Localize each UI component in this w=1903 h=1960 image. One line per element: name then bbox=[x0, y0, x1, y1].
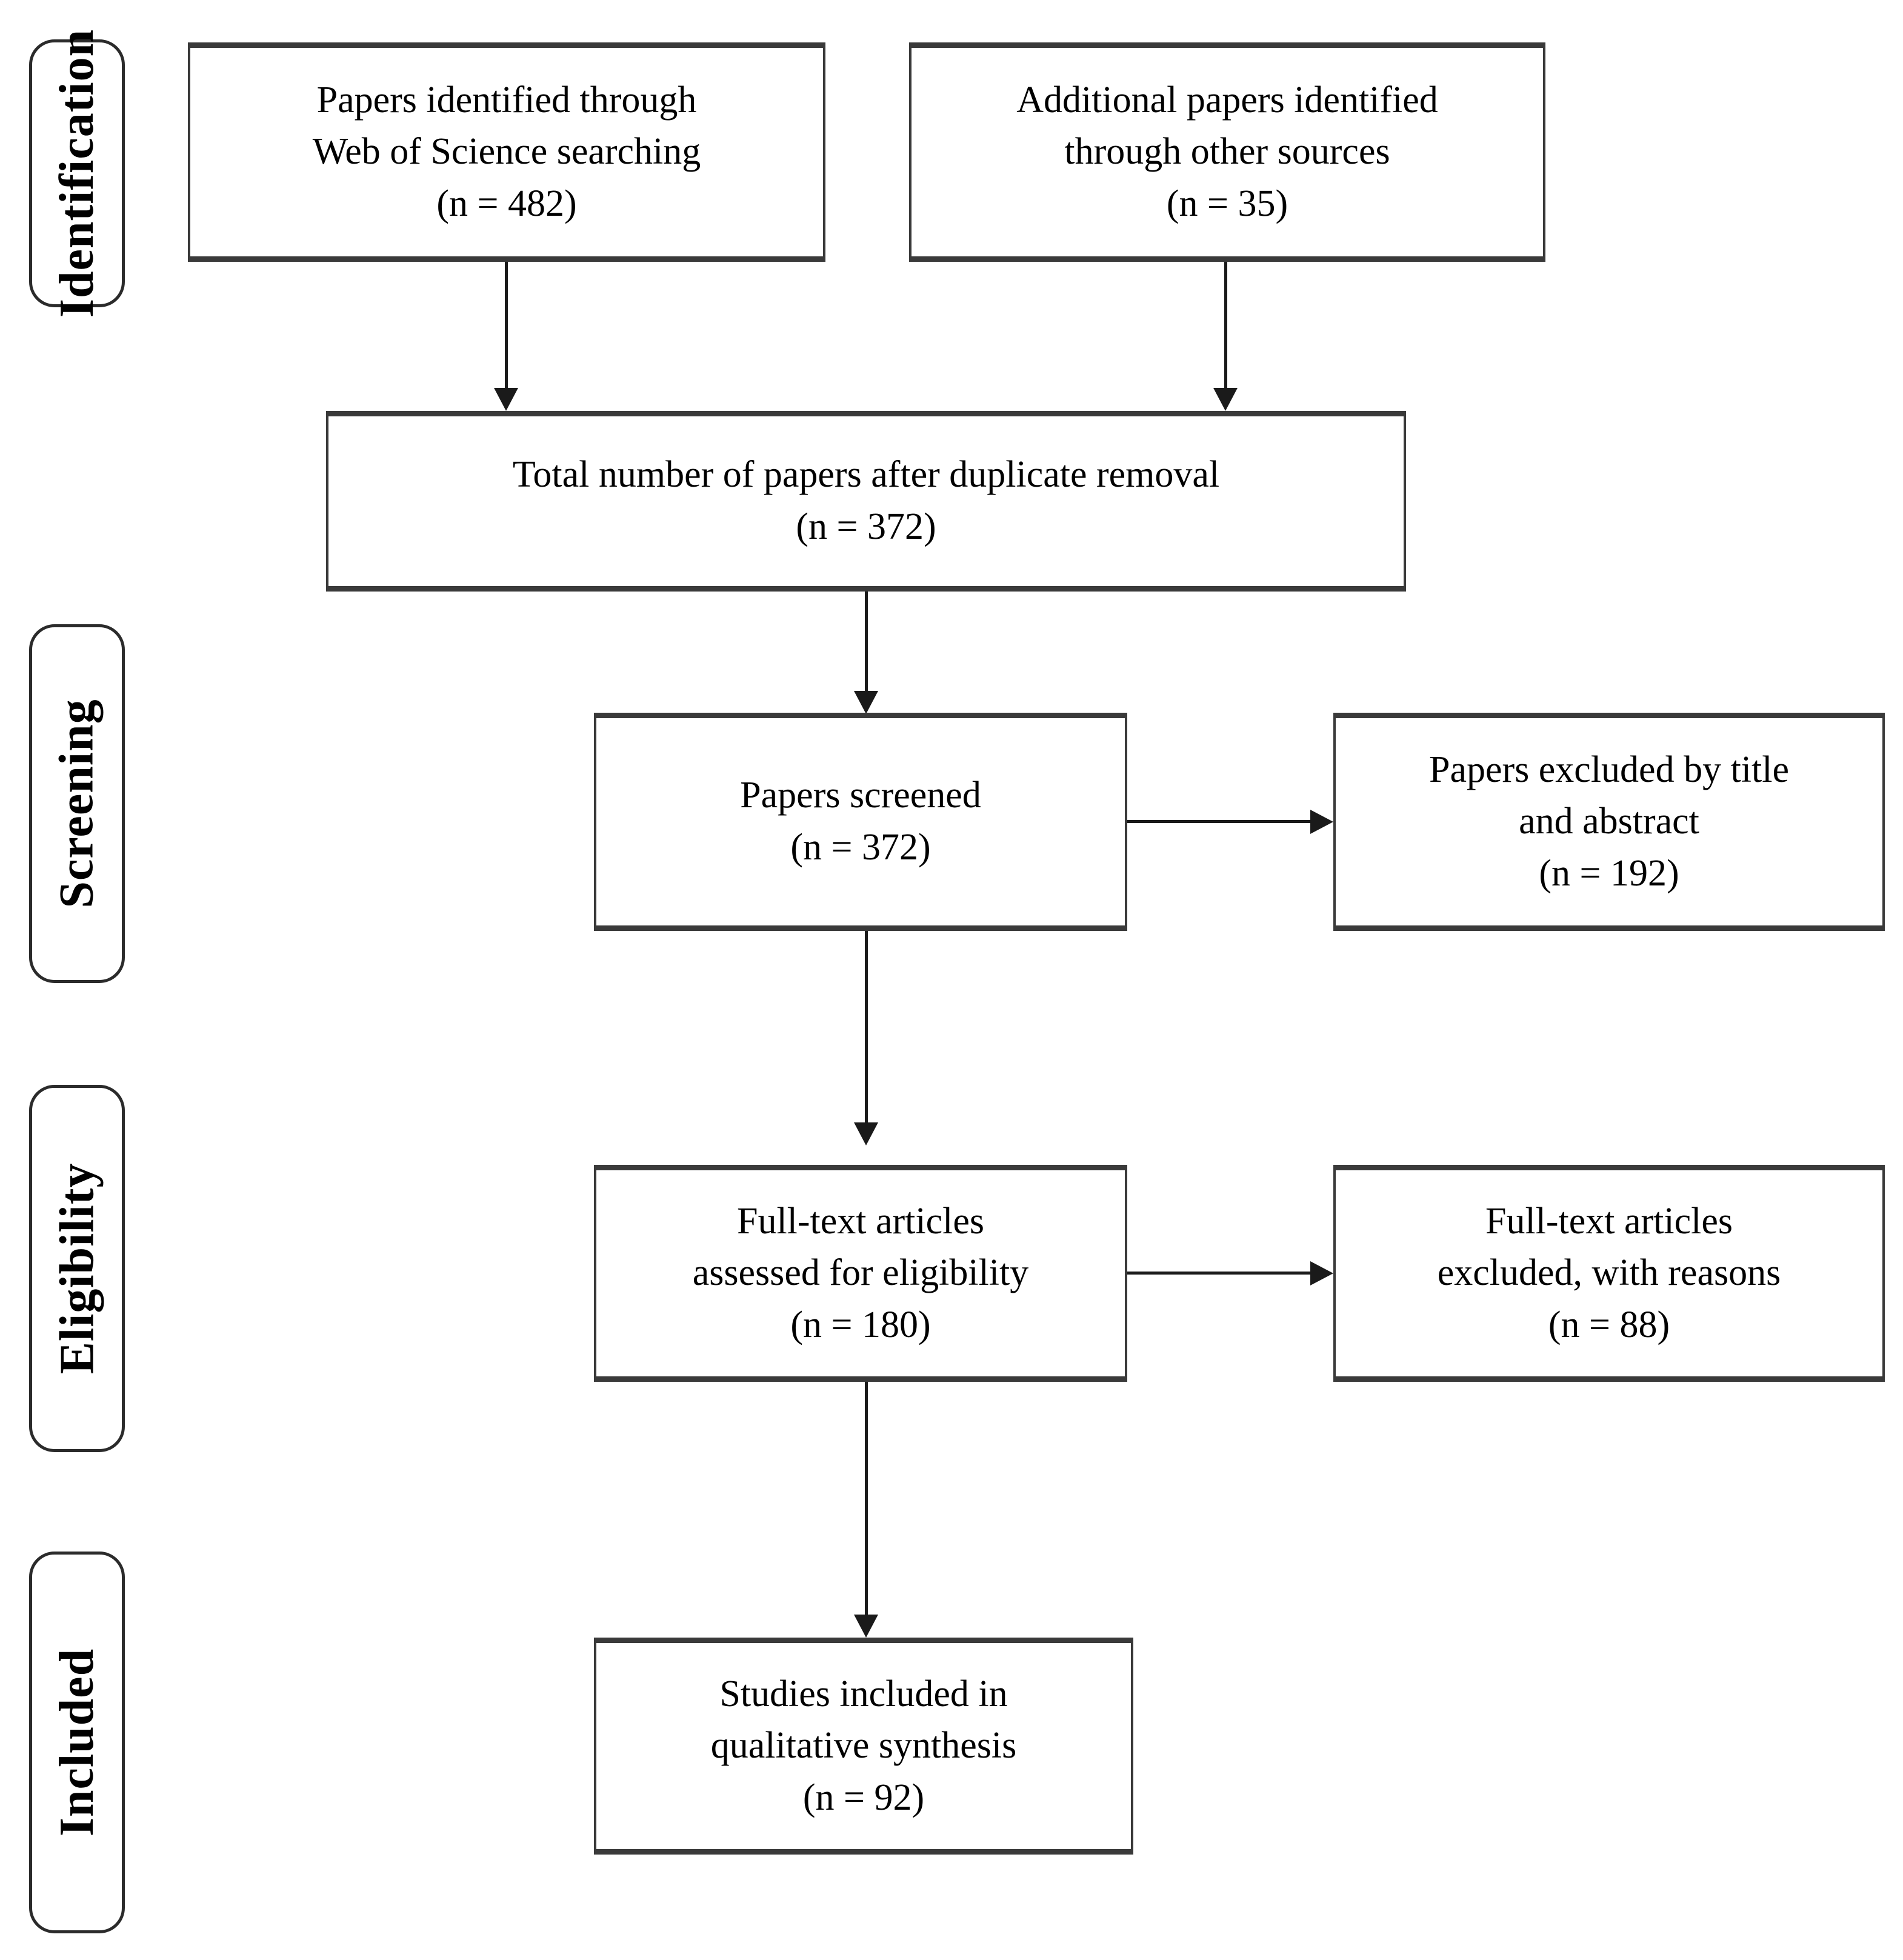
box-identified-database-line2: Web of Science searching bbox=[312, 131, 701, 173]
box-identified-other: Additional papers identified through oth… bbox=[909, 42, 1545, 262]
arrowhead-identified-other-to-duplicates bbox=[1213, 388, 1238, 411]
box-after-duplicates-count: (n = 372) bbox=[796, 506, 936, 547]
box-identified-other-count: (n = 35) bbox=[1166, 182, 1288, 224]
box-excluded-title-abstract-count: (n = 192) bbox=[1539, 852, 1679, 894]
box-fulltext-assessed-line2: assessed for eligibility bbox=[692, 1252, 1029, 1294]
box-included-qualitative: Studies included in qualitative synthesi… bbox=[594, 1638, 1133, 1855]
stage-label-identification: Identification bbox=[50, 28, 104, 318]
connector-fulltext-to-excluded bbox=[1127, 1272, 1315, 1275]
connector-fulltext-to-included bbox=[865, 1382, 868, 1617]
box-papers-screened-line1: Papers screened bbox=[740, 775, 981, 816]
box-excluded-title-abstract: Papers excluded by title and abstract (n… bbox=[1333, 713, 1885, 931]
box-fulltext-excluded-count: (n = 88) bbox=[1548, 1304, 1670, 1345]
box-identified-other-line1: Additional papers identified bbox=[1016, 79, 1438, 121]
box-fulltext-assessed: Full-text articles assessed for eligibil… bbox=[594, 1165, 1127, 1382]
stage-pill-screening: Screening bbox=[29, 624, 125, 983]
connector-screened-to-excluded bbox=[1127, 820, 1315, 823]
box-papers-screened-count: (n = 372) bbox=[790, 827, 931, 868]
box-identified-database-line1: Papers identified through bbox=[316, 79, 697, 121]
box-papers-screened: Papers screened (n = 372) bbox=[594, 713, 1127, 931]
arrowhead-screened-to-fulltext bbox=[854, 1122, 878, 1145]
arrowhead-screened-to-excluded bbox=[1310, 810, 1333, 834]
box-after-duplicates-line1: Total number of papers after duplicate r… bbox=[512, 454, 1220, 496]
stage-pill-included: Included bbox=[29, 1552, 125, 1933]
stage-label-eligibility: Eligibility bbox=[50, 1162, 104, 1375]
connector-duplicates-to-screened bbox=[865, 592, 868, 693]
arrowhead-fulltext-to-included bbox=[854, 1615, 878, 1638]
stage-label-screening: Screening bbox=[50, 699, 104, 908]
connector-screened-to-fulltext bbox=[865, 931, 868, 1125]
box-included-qualitative-count: (n = 92) bbox=[802, 1776, 925, 1818]
box-identified-database-count: (n = 482) bbox=[436, 182, 577, 224]
box-fulltext-excluded-line1: Full-text articles bbox=[1485, 1200, 1733, 1242]
box-identified-database: Papers identified through Web of Science… bbox=[188, 42, 825, 262]
arrowhead-fulltext-to-excluded bbox=[1310, 1261, 1333, 1285]
box-excluded-title-abstract-line1: Papers excluded by title bbox=[1429, 748, 1789, 790]
box-included-qualitative-line1: Studies included in bbox=[719, 1673, 1008, 1715]
connector-identified-database-to-duplicates bbox=[505, 262, 508, 390]
box-excluded-title-abstract-line2: and abstract bbox=[1519, 801, 1699, 842]
stage-label-included: Included bbox=[50, 1648, 104, 1837]
box-after-duplicates: Total number of papers after duplicate r… bbox=[326, 411, 1406, 592]
stage-pill-eligibility: Eligibility bbox=[29, 1085, 125, 1452]
box-included-qualitative-line2: qualitative synthesis bbox=[710, 1725, 1017, 1767]
arrowhead-duplicates-to-screened bbox=[854, 691, 878, 714]
box-identified-other-line2: through other sources bbox=[1064, 131, 1390, 173]
box-fulltext-excluded-line2: excluded, with reasons bbox=[1437, 1252, 1781, 1294]
stage-pill-identification: Identification bbox=[29, 29, 125, 318]
arrowhead-identified-database-to-duplicates bbox=[494, 388, 518, 411]
box-fulltext-assessed-line1: Full-text articles bbox=[736, 1200, 985, 1242]
box-fulltext-excluded: Full-text articles excluded, with reason… bbox=[1333, 1165, 1885, 1382]
connector-identified-other-to-duplicates bbox=[1224, 262, 1227, 390]
box-fulltext-assessed-count: (n = 180) bbox=[790, 1304, 931, 1345]
